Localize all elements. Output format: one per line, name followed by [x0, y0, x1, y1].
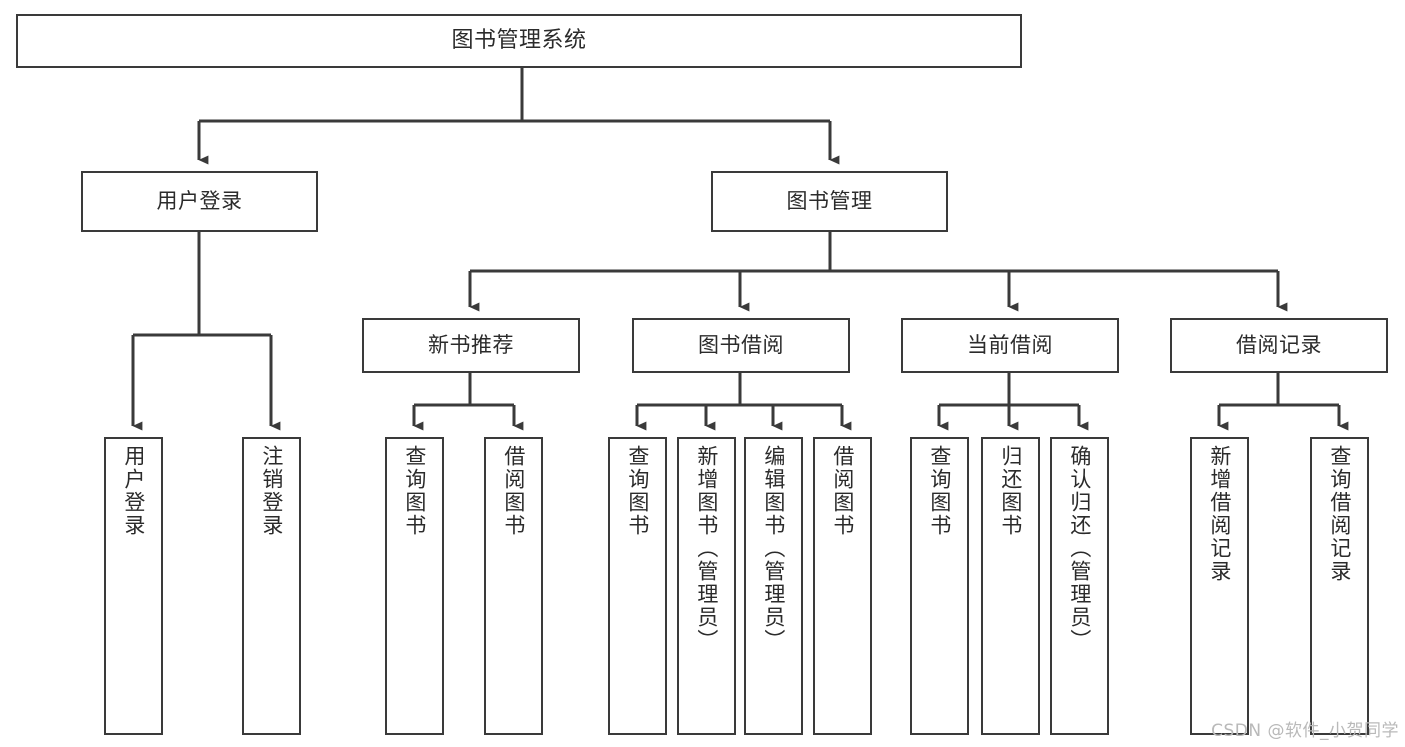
node-label: 注销登录	[259, 445, 284, 537]
node-label: 借阅图书	[830, 445, 855, 537]
node-borrow-record[interactable]: 借阅记录	[1170, 318, 1388, 373]
node-label: 查询图书	[625, 445, 650, 537]
node-label: 查询借阅记录	[1327, 445, 1352, 583]
node-label: 图书管理系统	[451, 28, 587, 54]
node-leaf-query-book-2[interactable]: 查询图书	[608, 437, 667, 735]
node-user-login[interactable]: 用户登录	[81, 171, 318, 232]
node-label: 查询图书	[927, 445, 952, 537]
node-label: 编辑图书（管理员）	[761, 445, 786, 652]
node-label: 用户登录	[121, 445, 146, 537]
node-label: 当前借阅	[967, 333, 1053, 358]
node-leaf-edit-book-admin[interactable]: 编辑图书（管理员）	[744, 437, 803, 735]
csdn-watermark: CSDN @软件_小贺同学	[1211, 721, 1399, 741]
node-root-system[interactable]: 图书管理系统	[16, 14, 1022, 68]
node-current-borrow[interactable]: 当前借阅	[901, 318, 1119, 373]
node-label: 新书推荐	[428, 333, 514, 358]
node-new-book-recommend[interactable]: 新书推荐	[362, 318, 580, 373]
node-label: 新增图书（管理员）	[694, 445, 719, 652]
node-label: 借阅图书	[501, 445, 526, 537]
node-leaf-query-book-3[interactable]: 查询图书	[910, 437, 969, 735]
node-leaf-borrow-book-1[interactable]: 借阅图书	[484, 437, 543, 735]
node-label: 图书管理	[786, 189, 873, 214]
node-book-management[interactable]: 图书管理	[711, 171, 948, 232]
node-label: 查询图书	[402, 445, 427, 537]
node-label: 归还图书	[998, 445, 1023, 537]
node-leaf-query-book-1[interactable]: 查询图书	[385, 437, 444, 735]
node-leaf-borrow-book-2[interactable]: 借阅图书	[813, 437, 872, 735]
node-leaf-query-borrow-record[interactable]: 查询借阅记录	[1310, 437, 1369, 735]
node-book-borrow[interactable]: 图书借阅	[632, 318, 850, 373]
node-leaf-add-book-admin[interactable]: 新增图书（管理员）	[677, 437, 736, 735]
node-label: 用户登录	[156, 189, 243, 214]
node-label: 确认归还（管理员）	[1067, 445, 1092, 652]
node-leaf-add-borrow-record[interactable]: 新增借阅记录	[1190, 437, 1249, 735]
node-label: 图书借阅	[698, 333, 784, 358]
node-leaf-user-login[interactable]: 用户登录	[104, 437, 163, 735]
node-leaf-logout-login[interactable]: 注销登录	[242, 437, 301, 735]
node-leaf-return-book[interactable]: 归还图书	[981, 437, 1040, 735]
node-label: 借阅记录	[1236, 333, 1322, 358]
node-leaf-confirm-return-admin[interactable]: 确认归还（管理员）	[1050, 437, 1109, 735]
node-label: 新增借阅记录	[1207, 445, 1232, 583]
